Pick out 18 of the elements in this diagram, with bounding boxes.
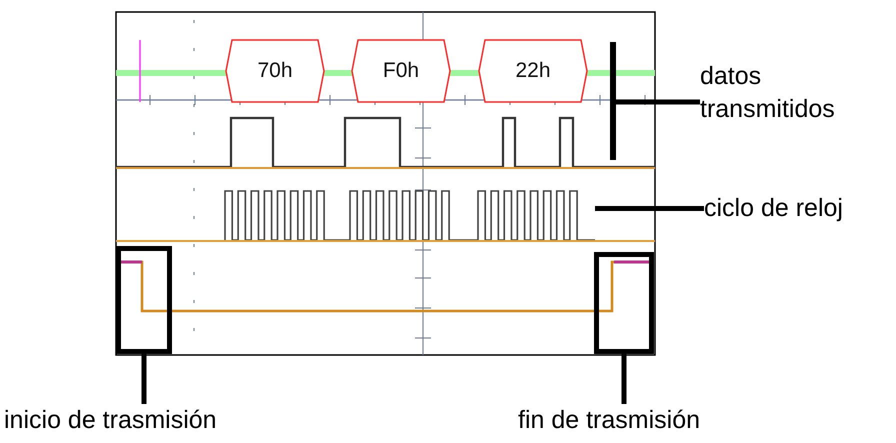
highlight-frame (116, 246, 172, 354)
leader-line (616, 100, 700, 104)
bus-data-label: 22h (515, 59, 551, 83)
hex-bus-segment (352, 40, 450, 102)
clock-signal-drawing (225, 188, 595, 242)
annotation-label: inicio de trasmisión (4, 405, 218, 436)
leader-line (622, 354, 626, 404)
leader-line (595, 206, 704, 211)
bus-data-label: 70h (257, 59, 293, 83)
bracket-bar (610, 42, 616, 160)
bus-data-label: F0h (382, 59, 420, 83)
annotation-label: ciclo de reloj (704, 193, 844, 224)
highlight-frame (594, 252, 654, 354)
annotation-label: datos transmitidos (700, 61, 836, 124)
hex-bus-segment (226, 40, 324, 102)
leader-line (142, 354, 146, 404)
annotation-label: fin de trasmisión (518, 405, 702, 436)
hex-bus-segment (479, 40, 587, 102)
